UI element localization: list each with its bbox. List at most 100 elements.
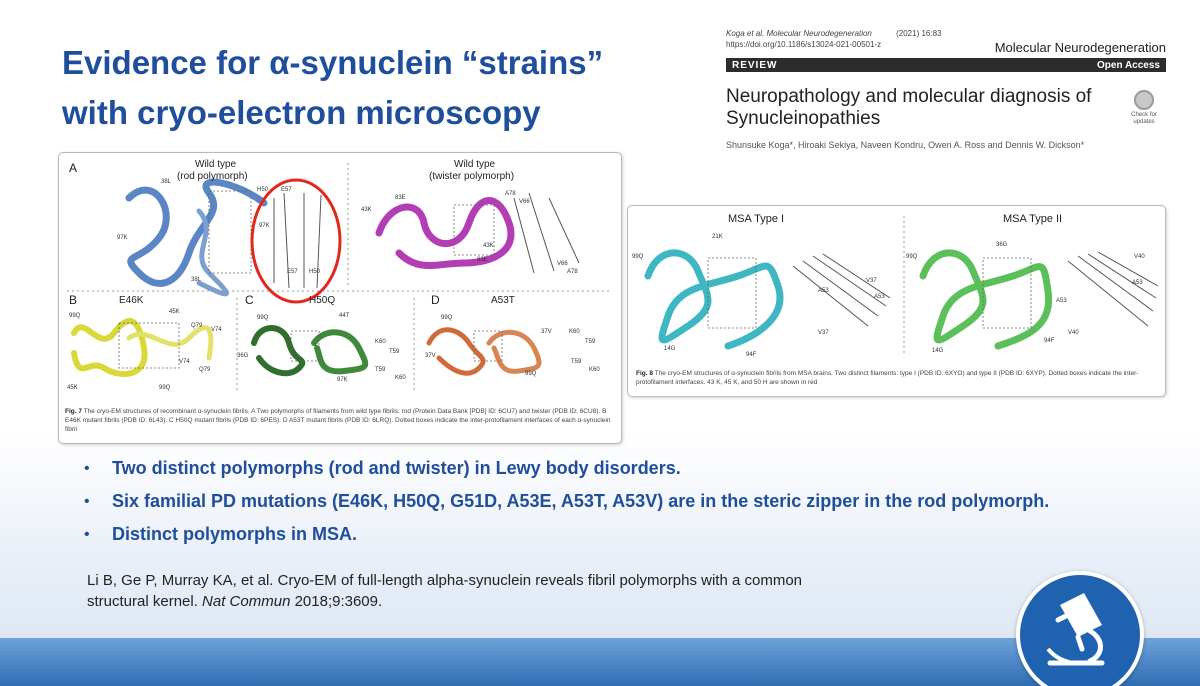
check-for-updates-text: Check for updates bbox=[1131, 112, 1157, 125]
residue-label: 94F bbox=[1044, 338, 1055, 344]
h50q-protofilament-2 bbox=[311, 329, 369, 375]
residue-label: 37V bbox=[425, 353, 436, 359]
microscope-icon bbox=[1046, 593, 1105, 666]
twister-polymorph-label: (twister polymorph) bbox=[429, 171, 515, 182]
panel-a-letter: A bbox=[69, 161, 78, 175]
residue-label: 44T bbox=[339, 313, 350, 319]
residue-label: K60 bbox=[375, 339, 386, 345]
residue-label: 83E bbox=[395, 195, 406, 201]
rod-protofilament-left bbox=[125, 178, 268, 287]
reference-line-2: structural kernel. Nat Commun 2018;9:360… bbox=[87, 591, 987, 612]
bullet-text: Distinct polymorphs in MSA. bbox=[112, 524, 358, 544]
residue-label: 99Q bbox=[441, 315, 453, 321]
figure-8: MSA Type I MSA Type II 99Q 21K 14G 94F A… bbox=[627, 205, 1166, 397]
residue-label: E57 bbox=[281, 187, 292, 193]
residue-label: 97K bbox=[337, 377, 348, 383]
residue-label: 43K bbox=[483, 243, 494, 249]
twister-zipper-lines bbox=[513, 192, 580, 274]
h50q-label: H50Q bbox=[309, 295, 336, 306]
bullet-item: • Six familial PD mutations (E46K, H50Q, … bbox=[84, 485, 1049, 518]
reference-citation: 2018;9:3609. bbox=[290, 593, 383, 610]
figure-7-structures bbox=[67, 163, 611, 393]
residue-label: V66 bbox=[557, 261, 568, 267]
residue-label: 99Q bbox=[159, 385, 171, 391]
residue-label: V74 bbox=[211, 327, 222, 333]
residue-label: T59 bbox=[389, 349, 400, 355]
msa-type1-interface-box bbox=[707, 257, 757, 329]
journal-name: Molecular Neurodegeneration bbox=[994, 40, 1166, 55]
msa-type1-label: MSA Type I bbox=[728, 213, 785, 225]
bullet-glyph: • bbox=[84, 526, 90, 543]
msa-type2-interface-box bbox=[982, 257, 1032, 329]
panel-c-letter: C bbox=[245, 293, 254, 307]
microscope-logo bbox=[1016, 571, 1144, 686]
msa-type1-zipper bbox=[792, 253, 891, 327]
residue-label: K60 bbox=[589, 367, 600, 373]
citation-authors-journal: Koga et al. Molecular Neurodegeneration bbox=[726, 29, 872, 38]
panel-b-letter: B bbox=[69, 293, 78, 307]
figure-8-caption: Fig. 8 The cryo-EM structures of α-synuc… bbox=[636, 369, 1156, 387]
a53t-protofilament-2 bbox=[486, 329, 542, 374]
check-for-updates-badge: Check for updates bbox=[1126, 90, 1162, 138]
residue-label: V40 bbox=[1134, 254, 1145, 260]
panel-d-letter: D bbox=[431, 293, 440, 307]
citation-year-volume: (2021) 16:83 bbox=[896, 29, 942, 38]
residue-label: 38L bbox=[161, 179, 172, 185]
residue-label: 99Q bbox=[632, 254, 644, 260]
residue-label: V37 bbox=[818, 330, 829, 336]
h50q-protofilament bbox=[251, 325, 306, 377]
article-header: Koga et al. Molecular Neurodegeneration … bbox=[726, 28, 1166, 150]
residue-label: E57 bbox=[287, 269, 298, 275]
h50q-interface-box bbox=[290, 330, 320, 362]
residue-label: V40 bbox=[1068, 330, 1079, 336]
figure-8-caption-text: The cryo-EM structures of α-synuclein fi… bbox=[636, 370, 1139, 386]
residue-label: Q79 bbox=[191, 323, 203, 329]
bullet-item: • Distinct polymorphs in MSA. bbox=[84, 518, 1049, 551]
residue-label: Q79 bbox=[199, 367, 211, 373]
e46k-interface-box bbox=[118, 322, 180, 369]
residue-label: T59 bbox=[585, 339, 596, 345]
residue-label: A53 bbox=[818, 288, 829, 294]
bullet-text: Six familial PD mutations (E46K, H50Q, G… bbox=[112, 491, 1050, 511]
residue-label: 38L bbox=[191, 277, 202, 283]
residue-label: 14G bbox=[664, 346, 676, 352]
residue-label: H50 bbox=[309, 269, 321, 275]
open-access-label: Open Access bbox=[1097, 59, 1160, 71]
residue-label: 45K bbox=[67, 385, 78, 391]
citation-meta: Koga et al. Molecular Neurodegeneration … bbox=[726, 28, 1166, 50]
wild-type-rod-label: Wild type bbox=[195, 159, 237, 170]
figure-7-caption-text: The cryo-EM structures of recombinant α-… bbox=[65, 408, 611, 433]
residue-label: 97K bbox=[117, 235, 128, 241]
residue-label: A53 bbox=[1132, 280, 1143, 286]
title-line-1: Evidence for α-synuclein “strains” bbox=[62, 44, 604, 81]
msa-type1-protofilament bbox=[644, 249, 784, 350]
bullet-glyph: • bbox=[84, 460, 90, 477]
reference-journal: Nat Commun bbox=[202, 593, 291, 610]
twister-interface-box bbox=[453, 204, 495, 256]
residue-label: 94F bbox=[746, 352, 757, 358]
reference-line-1: Li B, Ge P, Murray KA, et al. Cryo-EM of… bbox=[87, 572, 803, 589]
residue-label: 36G bbox=[237, 353, 249, 359]
residue-label: 83E bbox=[477, 257, 488, 263]
figure-7-caption-label: Fig. 7 bbox=[65, 408, 82, 415]
residue-label: A53 bbox=[1056, 298, 1067, 304]
residue-label: V74 bbox=[179, 359, 190, 365]
footer-band bbox=[0, 638, 1200, 686]
residue-label: A78 bbox=[505, 191, 516, 197]
highlight-circle bbox=[250, 178, 342, 304]
bullet-item: •Two distinct polymorphs (rod and twiste… bbox=[84, 452, 1049, 485]
residue-label: 99Q bbox=[69, 313, 81, 319]
article-title: Neuropathology and molecular diagnosis o… bbox=[726, 86, 1092, 129]
figure-8-structures bbox=[644, 216, 1159, 356]
article-authors: Shunsuke Koga*, Hiroaki Sekiya, Naveen K… bbox=[726, 140, 1085, 150]
e46k-protofilament-2 bbox=[126, 325, 214, 361]
residue-label: 37V bbox=[541, 329, 552, 335]
bullet-glyph: • bbox=[84, 493, 90, 510]
figure-7-caption: Fig. 7 The cryo-EM structures of recombi… bbox=[65, 407, 615, 434]
a53t-protofilament bbox=[426, 327, 486, 376]
residue-label: 36G bbox=[996, 242, 1008, 248]
wild-type-twister-label: Wild type bbox=[454, 159, 496, 170]
msa-type2-zipper bbox=[1067, 251, 1159, 327]
e46k-label: E46K bbox=[119, 295, 144, 306]
